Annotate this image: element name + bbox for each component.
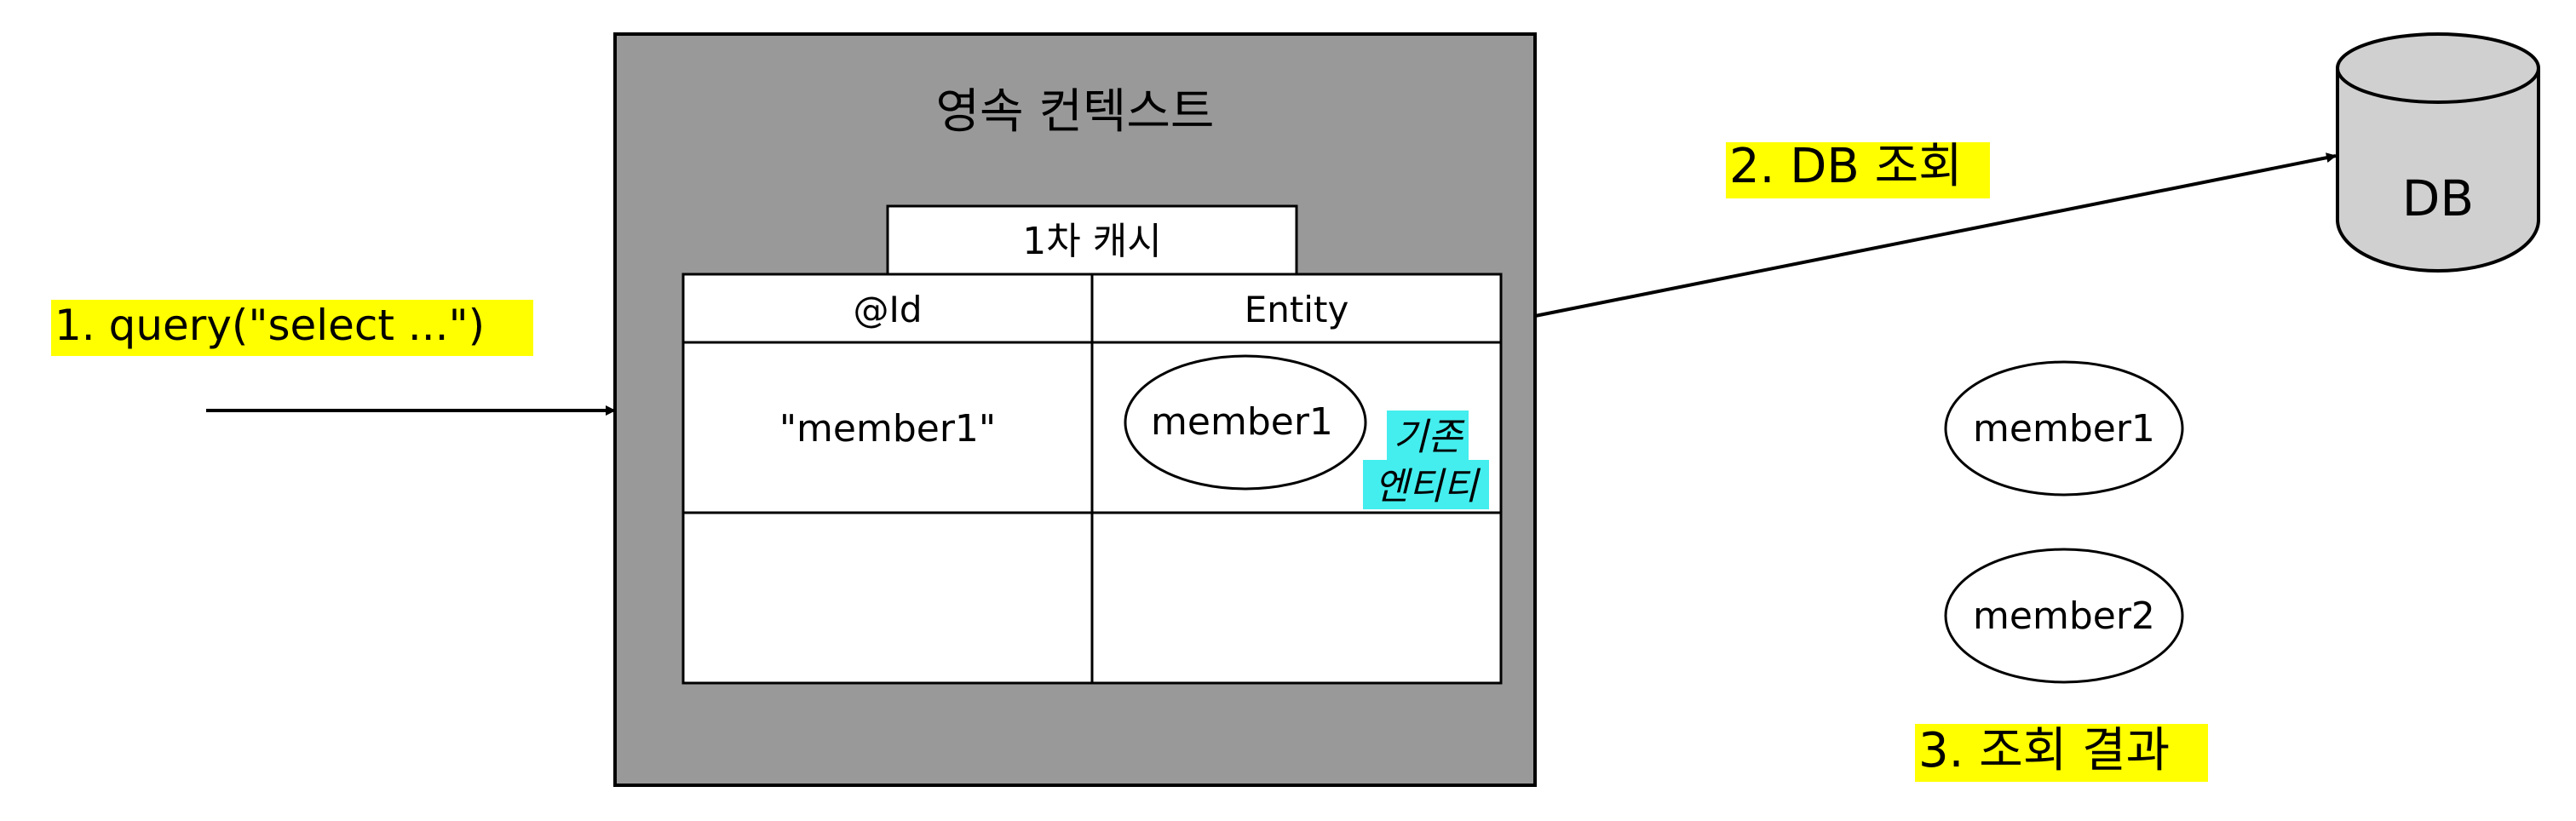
cache-table-row2-id-cell bbox=[681, 511, 1094, 685]
cached-entity-member1 bbox=[1124, 354, 1367, 491]
result-entity-member2-label: member2 bbox=[1973, 594, 2155, 638]
step3-label-highlight bbox=[1915, 724, 2208, 782]
cache-table-row1-id: "member1" bbox=[779, 407, 996, 451]
step2-label-highlight bbox=[1726, 142, 1990, 198]
result-entity-member2 bbox=[1944, 548, 2184, 684]
cache-table: @Id Entity "member1" member1 기존 엔티티 bbox=[681, 273, 1503, 685]
result-entity-member1-label: member1 bbox=[1973, 407, 2155, 451]
first-level-cache-label: 1차 캐시 bbox=[1022, 220, 1161, 263]
existing-entity-note-highlight-line2 bbox=[1363, 460, 1489, 509]
cached-entity-member1-label: member1 bbox=[1151, 400, 1333, 444]
existing-entity-note-highlight-line1 bbox=[1387, 410, 1469, 460]
step1-label-highlight bbox=[51, 300, 533, 356]
db-query-arrow bbox=[1534, 152, 2337, 318]
step2-label: 2. DB 조회 bbox=[1729, 139, 1963, 194]
cache-table-header-entity: Entity bbox=[1245, 289, 1349, 330]
database-label: DB bbox=[2402, 169, 2474, 227]
existing-entity-note-line2: 엔티티 bbox=[1374, 465, 1481, 508]
cache-table-header-id: @Id bbox=[853, 289, 922, 330]
step3-label: 3. 조회 결과 bbox=[1918, 723, 2170, 778]
persistence-context-title: 영속 컨텍스트 bbox=[936, 84, 1215, 140]
cache-table-header-id-cell bbox=[681, 273, 1094, 344]
result-entity-member1 bbox=[1944, 360, 2184, 497]
existing-entity-note-line1: 기존 bbox=[1394, 416, 1465, 459]
step1-label: 1. query("select ...") bbox=[55, 301, 485, 350]
cache-table-row2-entity-cell bbox=[1090, 511, 1503, 685]
database-cylinder bbox=[2336, 32, 2540, 273]
cache-table-row1-id-cell bbox=[681, 341, 1094, 514]
cache-table-header-entity-cell bbox=[1090, 273, 1503, 344]
